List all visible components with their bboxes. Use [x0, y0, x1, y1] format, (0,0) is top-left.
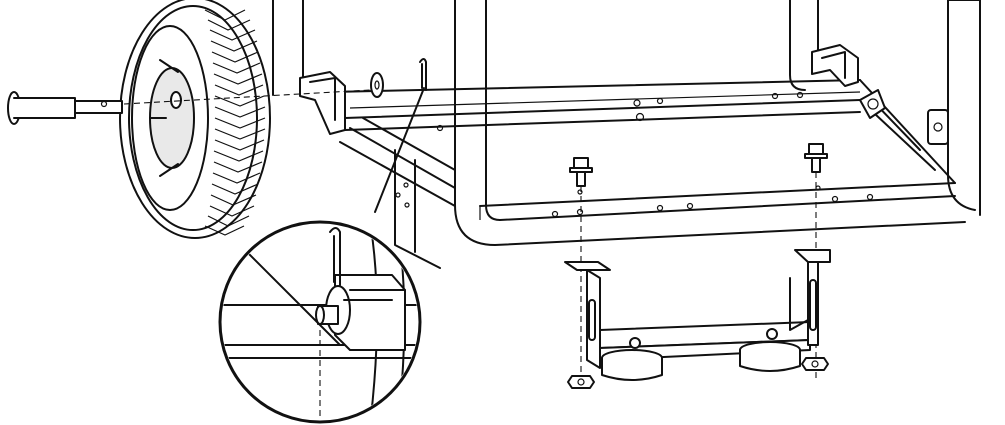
flange-nut-right [801, 357, 829, 371]
wheel [119, 0, 271, 239]
axle-pin [7, 89, 371, 125]
rear-left-bracket [299, 71, 346, 135]
handle-bracket [859, 89, 949, 145]
flange-bolt-left [569, 157, 593, 380]
detail-view [218, 87, 425, 424]
hitch-pin-clip [419, 58, 427, 91]
flange-nut-left [567, 375, 595, 389]
rubber-mount-right [739, 341, 801, 372]
rear-right-bracket [811, 44, 859, 87]
frame [272, 0, 981, 269]
support-bracket [564, 249, 831, 381]
tire-tread-icon [204, 9, 266, 236]
flat-washer [370, 72, 384, 98]
rubber-mount-left [601, 349, 663, 381]
